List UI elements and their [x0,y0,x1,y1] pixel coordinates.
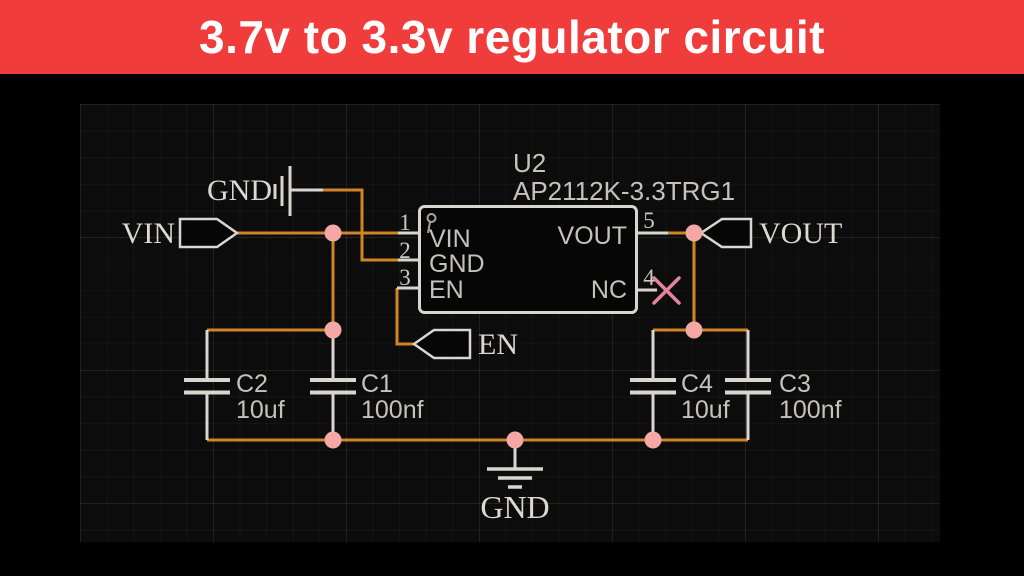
capacitor-plates [184,378,771,395]
cap-c3-ref: C3 [779,370,811,398]
capacitor-c4-symbol [630,378,676,395]
capacitor-c3-symbol [725,378,771,395]
cap-c3-value: 100nf [779,396,842,424]
ic-body [418,205,638,314]
cap-c2-ref: C2 [236,370,268,398]
junction-dot [685,321,703,339]
en-connector [411,328,472,360]
wires [207,188,748,442]
cap-c4-value: 10uf [681,396,730,424]
cap-c2-value: 10uf [236,396,285,424]
ic-reference: U2 [513,148,547,178]
cap-c4-ref: C4 [681,370,713,398]
cap-c1-value: 100nf [361,396,424,424]
capacitor-c1-symbol [310,378,356,395]
page-title: 3.7v to 3.3v regulator circuit [198,11,825,63]
junction-dot [506,431,524,449]
title-banner: 3.7v to 3.3v regulator circuit [0,0,1024,74]
pin-name-vin: VIN [429,225,471,253]
net-label-vout: VOUT [759,217,843,250]
pin-number-2: 2 [399,238,411,263]
junction-dot [324,224,342,242]
cap-c1-ref: C1 [361,370,393,398]
net-label-en: EN [478,328,518,361]
vin-connector [178,217,240,249]
pin-name-en: EN [429,276,464,304]
pin-number-4: 4 [643,265,655,290]
junction-dot [685,224,703,242]
junction-dot [324,321,342,339]
vout-connector [698,217,753,249]
pin-name-nc: NC [590,276,627,304]
pin-number-5: 5 [643,208,655,233]
pin-name-vout: VOUT [557,222,627,250]
ic-part-number: AP2112K-3.3TRG1 [513,176,736,206]
schematic-canvas [80,104,940,542]
junction-dot [324,431,342,449]
gnd-symbol-top-icon [273,166,292,216]
no-connect-cross-icon [652,276,681,305]
wire-pin3-to-en [395,288,414,346]
leads [205,188,750,468]
wire-gnd-to-pin2 [321,188,400,262]
junction-dots [324,224,703,449]
net-label-gnd-top: GND [207,174,272,207]
capacitor-c2-symbol [184,378,230,395]
junction-dot [644,431,662,449]
pin-name-gnd: GND [429,250,485,278]
pin1-indicator-icon [426,213,437,234]
net-label-vin: VIN [121,217,175,250]
gnd-symbol-bottom-icon [487,467,543,489]
net-label-gnd-bottom: GND [480,489,550,525]
pin-number-1: 1 [399,210,411,235]
pin-number-3: 3 [399,265,411,290]
net-connectors [178,217,753,360]
